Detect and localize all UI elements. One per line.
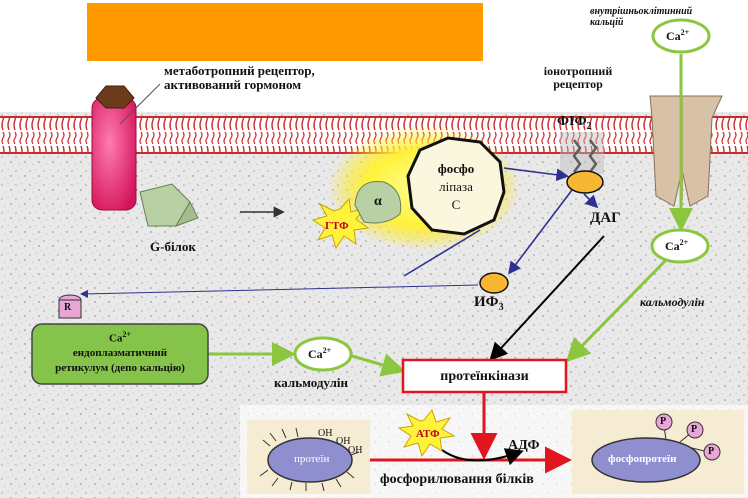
er-calcium-charge: 2+ [122,330,131,339]
er-calcium-text: Ca [108,332,123,345]
calcium-mid-label: Ca2+ [665,238,689,253]
plc-label-line2: ліпаза [439,179,473,194]
plc-to-pip2-arrow [503,167,570,182]
phosphate-label-2: P [691,424,698,435]
alpha-label: α [374,194,382,209]
phosphate-label-3: P [708,446,715,457]
phosphate-label-1: P [660,416,667,427]
er-label-line1: ендоплазматичний [72,347,168,359]
calcium-top-label: Ca2+ [666,28,690,43]
calmodulin-to-kinase-arrow-left [351,353,406,377]
calmodulin-left-label: кальмодулін [274,375,349,390]
endoplasmic-reticulum-box [31,323,209,385]
calcium-left-text: Ca [308,347,323,361]
er-r-receptor [58,294,82,319]
dag-to-kinase-arrow [489,235,605,361]
protein-oval [267,437,353,483]
ip3-subscript: 3 [498,302,504,313]
calcium-top-charge: 2+ [680,28,690,37]
pip2-subscript: 2 [586,120,592,132]
ionotropic-receptor-label: іонотропний рецептор [543,64,613,92]
atp-to-adp-curve [441,448,524,466]
protein-kinases-label: протеїнкінази [440,369,529,384]
oh-label-2: OH [336,436,351,447]
protein-kinases-box [401,358,568,394]
pip2-to-dag-arrow [583,193,599,209]
calcium-circle-top [651,18,711,54]
protein-label: протеїн [294,453,330,465]
phosphoprotein-label: фосфопротеїн [608,453,677,465]
intracellular-calcium-label: внутрішньоклітинний кальцій [590,6,693,28]
phosphate-circle-1 [655,413,673,431]
calmodulin-right-label: кальмодулін [640,295,705,309]
orange-title-banner [87,3,483,61]
calcium-top-text: Ca [666,29,681,43]
calmodulin-to-kinase-arrow-right [565,258,668,363]
phosphorylation-label: фосфорилювання білків [380,472,534,487]
pip2-to-ip3-arrow [508,189,573,275]
atp-label: АТФ [416,428,440,440]
g-protein-shape [139,183,199,227]
calcium-mid-charge: 2+ [679,238,689,247]
er-label-line2: ретикулум (депо кальцію) [55,362,185,374]
protein-cilia [259,427,360,492]
receptor-pointer-line [119,83,161,125]
calcium-left-label: Ca2+ [308,346,332,361]
gtp-label: ГТФ [325,220,349,232]
phosphoprotein-oval [591,437,701,483]
pip2-label: ФІФ2 [557,114,592,132]
ip3-text: ИФ [474,294,499,310]
calcium-mid-text: Ca [665,239,680,253]
oh-label-1: OH [318,428,333,439]
ip3-to-er-receptor-arrow [80,284,479,298]
phosphate-circle-3 [703,443,721,461]
calcium-left-charge: 2+ [322,346,332,355]
metabotropic-receptor-label: метаботропний рецептор, активований горм… [164,63,315,93]
dag-label: ДАГ [590,210,621,226]
ip3-label: ИФ3 [474,294,504,313]
phosphate-circle-2 [686,421,704,439]
adp-label: АДФ [508,438,540,453]
oh-label-3: OH [348,445,363,456]
alpha-connector-line [403,229,481,277]
er-r-label: R [64,302,72,313]
atp-star [397,408,456,458]
ip3-molecule [479,272,509,294]
pip2-molecule [560,132,604,194]
plc-label-line1: фосфо [437,161,475,176]
plc-label-line3: С [451,197,461,212]
alpha-subunit [354,180,402,224]
metabotropic-receptor [91,85,137,211]
phospholipase-c [406,136,506,236]
pip2-text: ФІФ [557,114,587,129]
g-protein-label: G-білок [150,239,196,254]
er-calcium-label: Ca2+ [32,330,208,345]
